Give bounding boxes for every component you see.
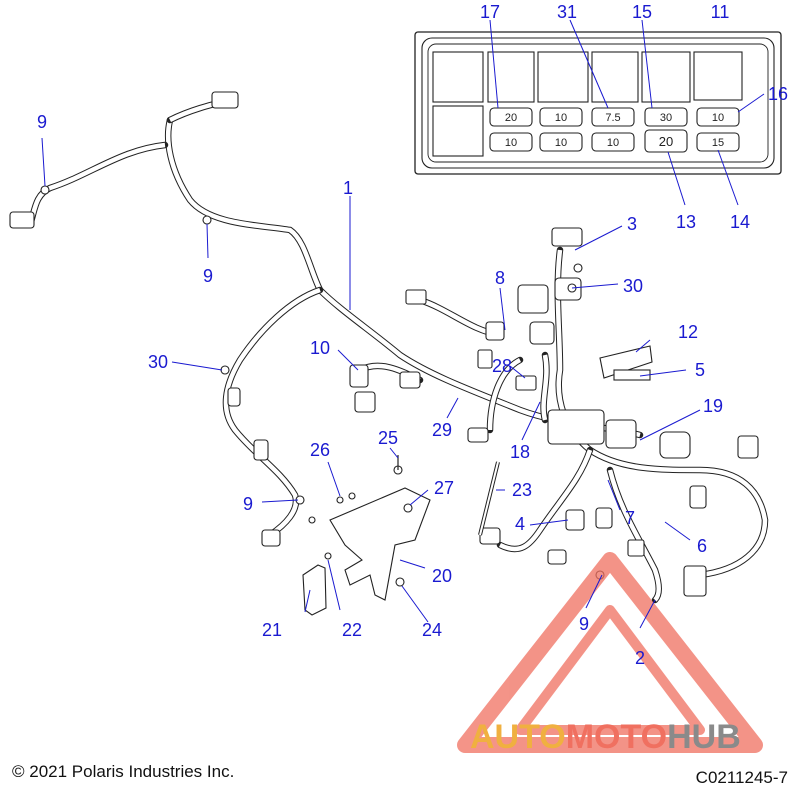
fuse-label-r2-1: 10 bbox=[505, 137, 517, 149]
leader-lines bbox=[41, 19, 765, 629]
callout-21: 21 bbox=[262, 620, 282, 640]
callout-18: 18 bbox=[510, 442, 530, 462]
copyright-notice: © 2021 Polaris Industries Inc. bbox=[12, 762, 235, 781]
callout-8: 8 bbox=[495, 268, 505, 288]
callout-9-lower: 9 bbox=[243, 494, 253, 514]
callout-19: 19 bbox=[703, 396, 723, 416]
watermark-logo bbox=[457, 552, 763, 753]
callout-11: 11 bbox=[711, 2, 730, 22]
fuse-label-r1-4: 30 bbox=[660, 112, 672, 124]
callout-26: 26 bbox=[310, 440, 330, 460]
watermark-text-part1: AUTO bbox=[470, 718, 566, 756]
callout-7: 7 bbox=[625, 508, 635, 528]
callout-22: 22 bbox=[342, 620, 362, 640]
callout-12: 12 bbox=[678, 322, 698, 342]
fuse-label-r1-5: 10 bbox=[712, 112, 724, 124]
callout-27: 27 bbox=[434, 478, 454, 498]
harness-components bbox=[9, 91, 759, 616]
callout-9-left: 9 bbox=[37, 112, 47, 132]
fuse-label-r2-2: 10 bbox=[555, 137, 567, 149]
callout-30-left: 30 bbox=[148, 352, 168, 372]
callout-13: 13 bbox=[676, 212, 696, 232]
fuse-label-r1-2: 10 bbox=[555, 112, 567, 124]
callout-14: 14 bbox=[730, 212, 750, 232]
watermark-text: AUTOMOTOHUB bbox=[470, 718, 741, 757]
callout-9-right: 9 bbox=[579, 614, 589, 634]
callout-9-upper: 9 bbox=[203, 266, 213, 286]
callout-2: 2 bbox=[635, 648, 645, 668]
callout-10: 10 bbox=[310, 338, 330, 358]
fuse-label-r2-4: 20 bbox=[659, 134, 673, 149]
callout-16: 16 bbox=[768, 84, 788, 104]
watermark-text-part3: HUB bbox=[667, 718, 741, 756]
callout-1: 1 bbox=[343, 178, 353, 198]
callout-labels: 1 2 3 4 5 6 7 8 9 9 9 9 10 11 12 13 14 1… bbox=[37, 2, 788, 668]
callout-29: 29 bbox=[432, 420, 452, 440]
callout-20: 20 bbox=[432, 566, 452, 586]
callout-30-right: 30 bbox=[623, 276, 643, 296]
callout-28: 28 bbox=[492, 356, 512, 376]
fuse-label-r2-3: 10 bbox=[607, 137, 619, 149]
fuse-box-inset: 20 10 7.5 30 10 10 10 10 20 15 bbox=[414, 31, 782, 175]
diagram-code: C0211245-7 bbox=[695, 768, 788, 787]
callout-3: 3 bbox=[627, 214, 637, 234]
callout-17: 17 bbox=[480, 2, 500, 22]
fuse-label-r1-1: 20 bbox=[505, 112, 517, 124]
callout-5: 5 bbox=[695, 360, 705, 380]
callout-25: 25 bbox=[378, 428, 398, 448]
callout-6: 6 bbox=[697, 536, 707, 556]
wiring-harness bbox=[26, 96, 769, 604]
callout-24: 24 bbox=[422, 620, 442, 640]
callout-31: 31 bbox=[557, 2, 577, 22]
fuse-label-r2-5: 15 bbox=[712, 137, 724, 149]
fuse-label-r1-3: 7.5 bbox=[605, 112, 620, 124]
callout-4: 4 bbox=[515, 514, 525, 534]
callout-15: 15 bbox=[632, 2, 652, 22]
watermark-text-part2: MOTO bbox=[565, 718, 668, 756]
callout-23: 23 bbox=[512, 480, 532, 500]
